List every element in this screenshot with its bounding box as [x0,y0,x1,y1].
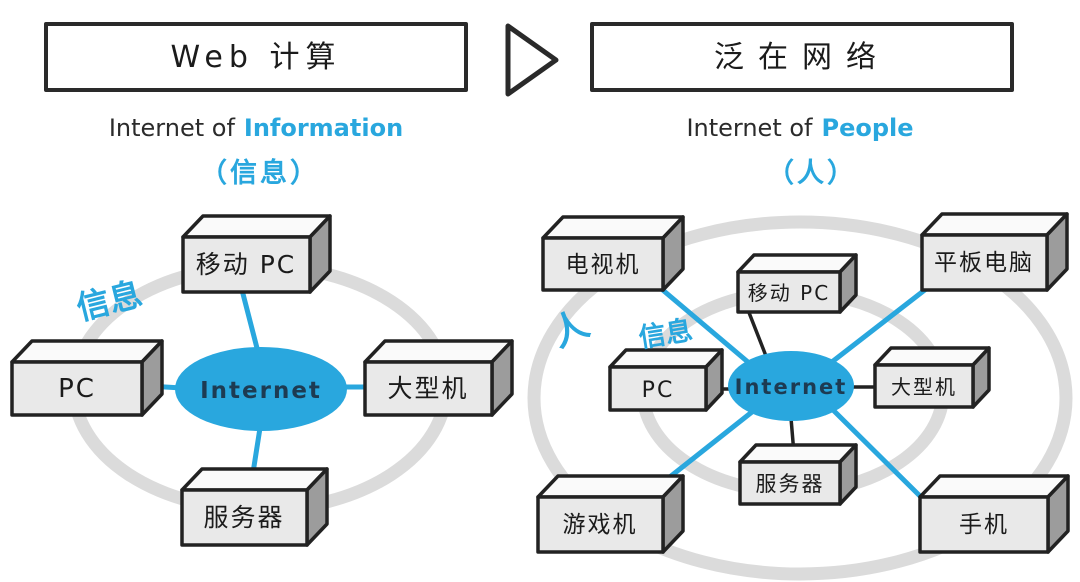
left-title-box: Web 计算 [44,22,468,92]
box-front-face [536,495,665,554]
box-top-face [10,339,164,364]
node-label: 平板电脑 [934,250,1034,276]
left-subtitle-highlight: Information [244,114,403,142]
connector-right-hub-tablet [825,286,929,368]
box-front-face [541,236,665,292]
node-right-tv: 电视机 [541,215,685,292]
box-top-face [738,443,858,464]
node-label: 大型机 [891,375,957,399]
node-left-mobile-pc: 移动 PC [181,214,332,294]
left-internet-hub: Internet [175,347,347,431]
box-front-face [363,360,494,417]
title-frame [44,22,468,92]
node-label: 服务器 [203,503,284,532]
node-label: 电视机 [566,252,641,278]
right-people-annotation: 人 [546,303,596,355]
box-front-face [180,488,309,547]
box-top-face [180,467,329,492]
right-subtitle-highlight: People [822,114,914,142]
node-label: 服务器 [756,472,825,496]
connector-right-hub-game-console [663,405,760,483]
node-right-server: 服务器 [738,443,858,506]
connector-right-hub-phone [826,403,927,503]
node-label: 移动 PC [196,250,296,279]
right-subtitle-prefix: Internet of [686,114,813,142]
box-top-face [920,212,1069,237]
node-right-phone: 手机 [918,474,1070,554]
box-top-face [608,348,724,369]
right-internet-hub: Internet [728,351,854,421]
box-front-face [608,365,708,412]
hub-ellipse [728,351,854,421]
hub-label: Internet [735,375,848,399]
node-label: 手机 [959,512,1009,538]
box-front-face [10,360,144,417]
box-front-face [736,270,842,314]
hub-ellipse [175,347,347,431]
node-right-mainframe: 大型机 [873,346,991,409]
box-front-face [181,235,312,294]
box-front-face [873,363,975,409]
left-title: Web 计算 [171,40,342,75]
node-right-pc: PC [608,348,724,412]
node-label: 大型机 [387,374,468,403]
left-subtitle-cn: （信息） [200,157,320,189]
connector-left-hub-mobile-pc [239,287,261,355]
box-top-face [181,214,332,239]
box-top-face [873,346,991,367]
node-right-tablet: 平板电脑 [920,212,1069,292]
box-front-face [738,460,842,506]
left-subtitle: Internet of Information [109,114,403,142]
node-label: 游戏机 [563,512,638,538]
right-subtitle: Internet of People [686,114,913,142]
right-subtitle-cn: （人） [767,158,857,189]
left-subtitle-prefix: Internet of [109,114,236,142]
right-title: 泛在网络 [714,40,890,75]
connector-right-hub-mobile-pc [746,308,768,358]
box-front-face [918,495,1050,554]
node-right-mobile-pc: 移动 PC [736,253,858,314]
node-label: PC [642,378,675,403]
box-top-face [736,253,858,274]
node-label: 移动 PC [748,281,830,305]
node-left-mainframe: 大型机 [363,339,514,417]
title-frame [590,22,1014,92]
node-left-server: 服务器 [180,467,329,547]
node-left-pc: PC [10,339,164,417]
box-top-face [541,215,685,240]
transition-arrow-icon [505,23,559,97]
node-label: PC [58,374,96,404]
node-right-game-console: 游戏机 [536,474,685,554]
box-front-face [920,233,1049,292]
hub-label: Internet [200,378,322,404]
right-outer-orbit-ring [527,215,1073,581]
right-info-annotation: 信息 [636,314,694,354]
right-title-box: 泛在网络 [590,22,1014,92]
connector-right-hub-tv [655,283,758,371]
left-info-annotation: 信息 [72,274,145,328]
box-top-face [363,339,514,364]
box-top-face [918,474,1070,499]
box-top-face [536,474,685,499]
